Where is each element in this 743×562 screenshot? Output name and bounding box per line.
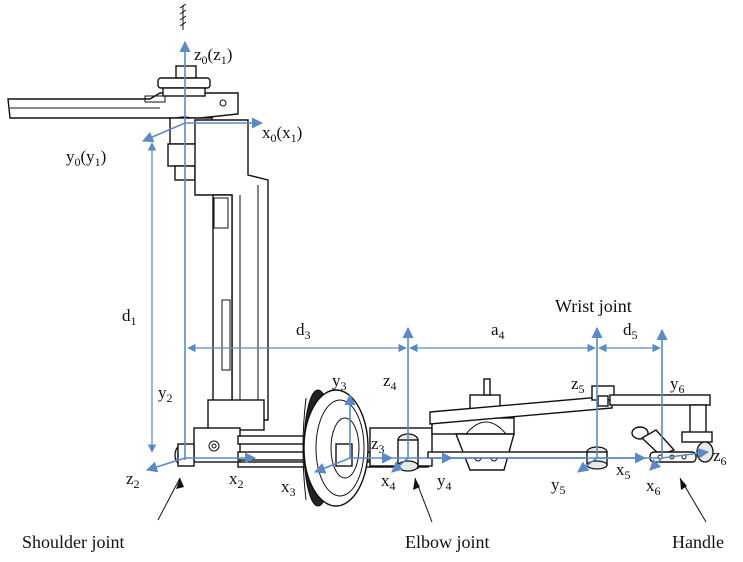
label-z0: z0(z1) <box>194 45 232 67</box>
joint-captions: Shoulder joint Elbow joint Wrist joint H… <box>22 296 724 552</box>
label-a4: a4 <box>491 320 505 342</box>
forearm <box>427 378 613 471</box>
x4-axis-line <box>391 457 409 473</box>
mechanism-drawing <box>7 3 714 507</box>
label-x6: x6 <box>646 476 661 498</box>
label-y0: y0(y1) <box>66 147 106 169</box>
label-y4: y4 <box>437 471 452 493</box>
label-d5: d5 <box>623 320 638 342</box>
label-z3: z3 <box>371 434 385 456</box>
caption-shoulder-joint: Shoulder joint <box>22 532 125 552</box>
dimension-labels: d1 d3 a4 d5 <box>122 306 638 342</box>
caption-elbow-joint: Elbow joint <box>405 532 490 552</box>
label-y5: y5 <box>551 475 566 497</box>
dimension-lines <box>147 142 661 453</box>
ceiling-mount <box>179 3 187 30</box>
y0-axis-line <box>141 122 186 143</box>
shoulder-block <box>174 399 265 467</box>
vertical-link <box>194 119 269 421</box>
label-x4: x4 <box>381 471 396 493</box>
label-z2: z2 <box>126 469 140 491</box>
label-y2: y2 <box>158 383 173 405</box>
label-z6: z6 <box>713 446 727 468</box>
hand-wheel <box>302 389 369 507</box>
caption-handle: Handle <box>672 532 724 552</box>
z6-axis-line <box>661 447 710 459</box>
label-x5: x5 <box>616 460 631 482</box>
x6-axis-line <box>649 457 663 471</box>
z2-axis-line <box>145 457 186 473</box>
label-x2: x2 <box>229 469 244 491</box>
label-d1: d1 <box>122 306 137 328</box>
coordinate-axes <box>141 40 710 474</box>
label-y6: y6 <box>670 374 685 396</box>
label-z5: z5 <box>571 374 585 396</box>
label-y3: y3 <box>332 371 347 393</box>
x3-axis-line <box>313 457 351 474</box>
y5-axis-line <box>577 457 598 473</box>
label-x3: x3 <box>281 477 296 499</box>
callout-arrows <box>157 477 707 523</box>
top-bracket <box>7 92 239 119</box>
frame-labels: z0(z1) x0(x1) y0(y1) y2 z2 x2 y3 x3 z3 z… <box>66 45 727 499</box>
label-z4: z4 <box>383 371 397 393</box>
label-x0: x0(x1) <box>262 123 302 145</box>
label-d3: d3 <box>296 320 311 342</box>
caption-wrist-joint: Wrist joint <box>555 296 632 316</box>
